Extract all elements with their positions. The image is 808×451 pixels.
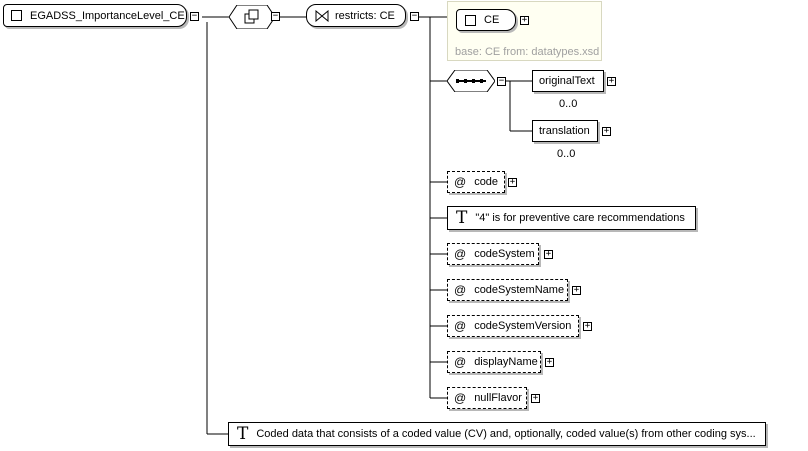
root-element-node[interactable]: EGADSS_ImportanceLevel_CE bbox=[3, 4, 187, 27]
expand-base-type-toggle[interactable]: + bbox=[520, 15, 529, 25]
restriction-icon bbox=[315, 9, 329, 22]
attribute-code-system-name-label: codeSystemName bbox=[474, 284, 565, 296]
attribute-code-system-version-label: codeSystemVersion bbox=[474, 320, 572, 332]
attribute-code-label: code bbox=[474, 176, 499, 188]
base-type-node[interactable]: CE bbox=[456, 9, 516, 31]
attribute-display-name-label: displayName bbox=[474, 356, 538, 368]
attribute-icon: @ bbox=[454, 175, 467, 189]
expand-code-system-version-toggle[interactable]: + bbox=[583, 321, 592, 331]
attribute-icon: @ bbox=[454, 247, 467, 261]
expand-original-text-toggle[interactable]: + bbox=[607, 76, 616, 86]
type-icon bbox=[465, 14, 476, 26]
expand-code-system-name-toggle[interactable]: + bbox=[572, 285, 581, 295]
documentation-icon: T bbox=[237, 424, 249, 444]
translation-label: translation bbox=[539, 125, 590, 137]
expand-code-toggle[interactable]: + bbox=[508, 177, 517, 187]
type-documentation: T Coded data that consists of a coded va… bbox=[228, 422, 766, 446]
translation-element[interactable]: translation bbox=[532, 120, 598, 142]
element-icon bbox=[11, 10, 22, 21]
collapse-sequence-toggle[interactable]: − bbox=[497, 76, 506, 86]
original-text-occurrence: 0..0 bbox=[559, 98, 578, 110]
attribute-code-system-version[interactable]: @ codeSystemVersion bbox=[447, 315, 579, 337]
translation-occurrence: 0..0 bbox=[557, 148, 576, 160]
attribute-null-flavor[interactable]: @ nullFlavor bbox=[447, 387, 527, 409]
attribute-icon: @ bbox=[454, 391, 467, 405]
attribute-display-name[interactable]: @ displayName bbox=[447, 351, 541, 373]
original-text-label: originalText bbox=[539, 75, 595, 87]
collapse-root-toggle[interactable]: − bbox=[190, 11, 199, 21]
base-type-label: CE bbox=[484, 14, 500, 26]
attribute-code-system-label: codeSystem bbox=[474, 248, 535, 260]
attribute-code-system-name[interactable]: @ codeSystemName bbox=[447, 279, 568, 301]
type-documentation-text: Coded data that consists of a coded valu… bbox=[256, 428, 756, 440]
collapse-compositor-toggle[interactable]: − bbox=[271, 11, 280, 21]
expand-display-name-toggle[interactable]: + bbox=[545, 357, 554, 367]
compositor-icon[interactable] bbox=[229, 5, 275, 29]
original-text-element[interactable]: originalText bbox=[532, 70, 604, 92]
expand-code-system-toggle[interactable]: + bbox=[544, 249, 553, 259]
attribute-icon: @ bbox=[454, 355, 467, 369]
attribute-icon: @ bbox=[454, 319, 467, 333]
restriction-label: restricts: CE bbox=[335, 9, 395, 22]
expand-translation-toggle[interactable]: + bbox=[602, 126, 611, 136]
expand-null-flavor-toggle[interactable]: + bbox=[531, 393, 540, 403]
attribute-code[interactable]: @ code bbox=[447, 171, 505, 193]
sequence-icon[interactable] bbox=[447, 70, 495, 92]
attribute-code-system[interactable]: @ codeSystem bbox=[447, 243, 539, 265]
restriction-node[interactable]: restricts: CE bbox=[306, 4, 406, 27]
base-type-note: base: CE from: datatypes.xsd bbox=[455, 46, 600, 58]
attribute-null-flavor-label: nullFlavor bbox=[474, 392, 522, 404]
code-documentation-text: "4" is for preventive care recommendatio… bbox=[475, 212, 685, 224]
collapse-restriction-toggle[interactable]: − bbox=[410, 11, 419, 21]
code-documentation: T "4" is for preventive care recommendat… bbox=[447, 206, 696, 230]
root-element-label: EGADSS_ImportanceLevel_CE bbox=[30, 9, 185, 22]
documentation-icon: T bbox=[456, 208, 468, 228]
attribute-icon: @ bbox=[454, 283, 467, 297]
